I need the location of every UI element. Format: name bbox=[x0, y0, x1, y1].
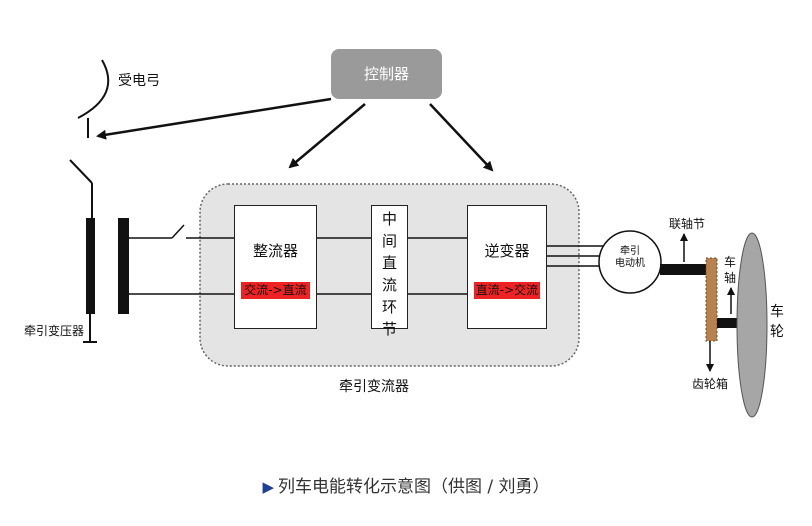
wheel-label-line: 轮 bbox=[770, 324, 784, 340]
dc-link-char: 间 bbox=[381, 232, 397, 250]
pantograph-shape bbox=[77, 59, 110, 119]
axle-label: 车 轴 bbox=[724, 254, 736, 286]
controller-box: 控制器 bbox=[331, 49, 442, 99]
dc-link-char: 中 bbox=[381, 210, 397, 228]
transformer-primary bbox=[86, 218, 95, 314]
dc-link-char: 直 bbox=[381, 254, 397, 272]
dc-link-text: 中 间 直 流 环 节 bbox=[372, 208, 407, 340]
energy-conversion-diagram: 受电弓 控制器 牵引变压器 整流器 交流->直流 中 间 直 流 环 节 逆变器… bbox=[24, 49, 784, 418]
dc-link-char: 节 bbox=[381, 320, 397, 338]
play-triangle-icon: ▶ bbox=[262, 478, 274, 496]
traction-transformer-label: 牵引变压器 bbox=[24, 324, 85, 338]
caption-text: 列车电能转化示意图（供图 / 刘勇） bbox=[278, 477, 550, 497]
drive-shaft bbox=[660, 264, 708, 275]
inverter-box: 逆变器 直流->交流 bbox=[467, 205, 547, 329]
wheel-shape bbox=[736, 232, 768, 418]
dc-link-box: 中 间 直 流 环 节 bbox=[371, 205, 408, 338]
wheel-label: 车 轮 bbox=[770, 302, 784, 342]
motor-label-line: 牵引 bbox=[620, 246, 640, 257]
axle-label-line: 轴 bbox=[724, 271, 737, 285]
dc-link-char: 环 bbox=[381, 298, 397, 316]
rectifier-tag: 交流->直流 bbox=[241, 282, 310, 299]
transformer-secondary bbox=[118, 218, 129, 314]
motor-label: 牵引 电动机 bbox=[606, 246, 654, 270]
motor-circle bbox=[598, 230, 662, 294]
rectifier-title: 整流器 bbox=[252, 242, 298, 260]
inverter-title: 逆变器 bbox=[484, 242, 530, 260]
coupling-label: 联轴节 bbox=[669, 217, 706, 231]
inverter-tag: 直流->交流 bbox=[474, 282, 540, 299]
wheel-label-line: 车 bbox=[770, 304, 784, 320]
figure-caption: ▶列车电能转化示意图（供图 / 刘勇） bbox=[0, 472, 812, 497]
traction-converter-label: 牵引变流器 bbox=[339, 379, 409, 395]
pantograph-label: 受电弓 bbox=[118, 73, 160, 89]
dc-link-char: 流 bbox=[381, 276, 397, 294]
axle-label-line: 车 bbox=[724, 255, 737, 269]
axle-bar bbox=[717, 318, 743, 328]
rectifier-box: 整流器 交流->直流 bbox=[234, 205, 317, 329]
motor-label-line: 电动机 bbox=[615, 258, 645, 269]
gearbox-label: 齿轮箱 bbox=[692, 377, 729, 391]
gearbox-body bbox=[705, 257, 718, 342]
